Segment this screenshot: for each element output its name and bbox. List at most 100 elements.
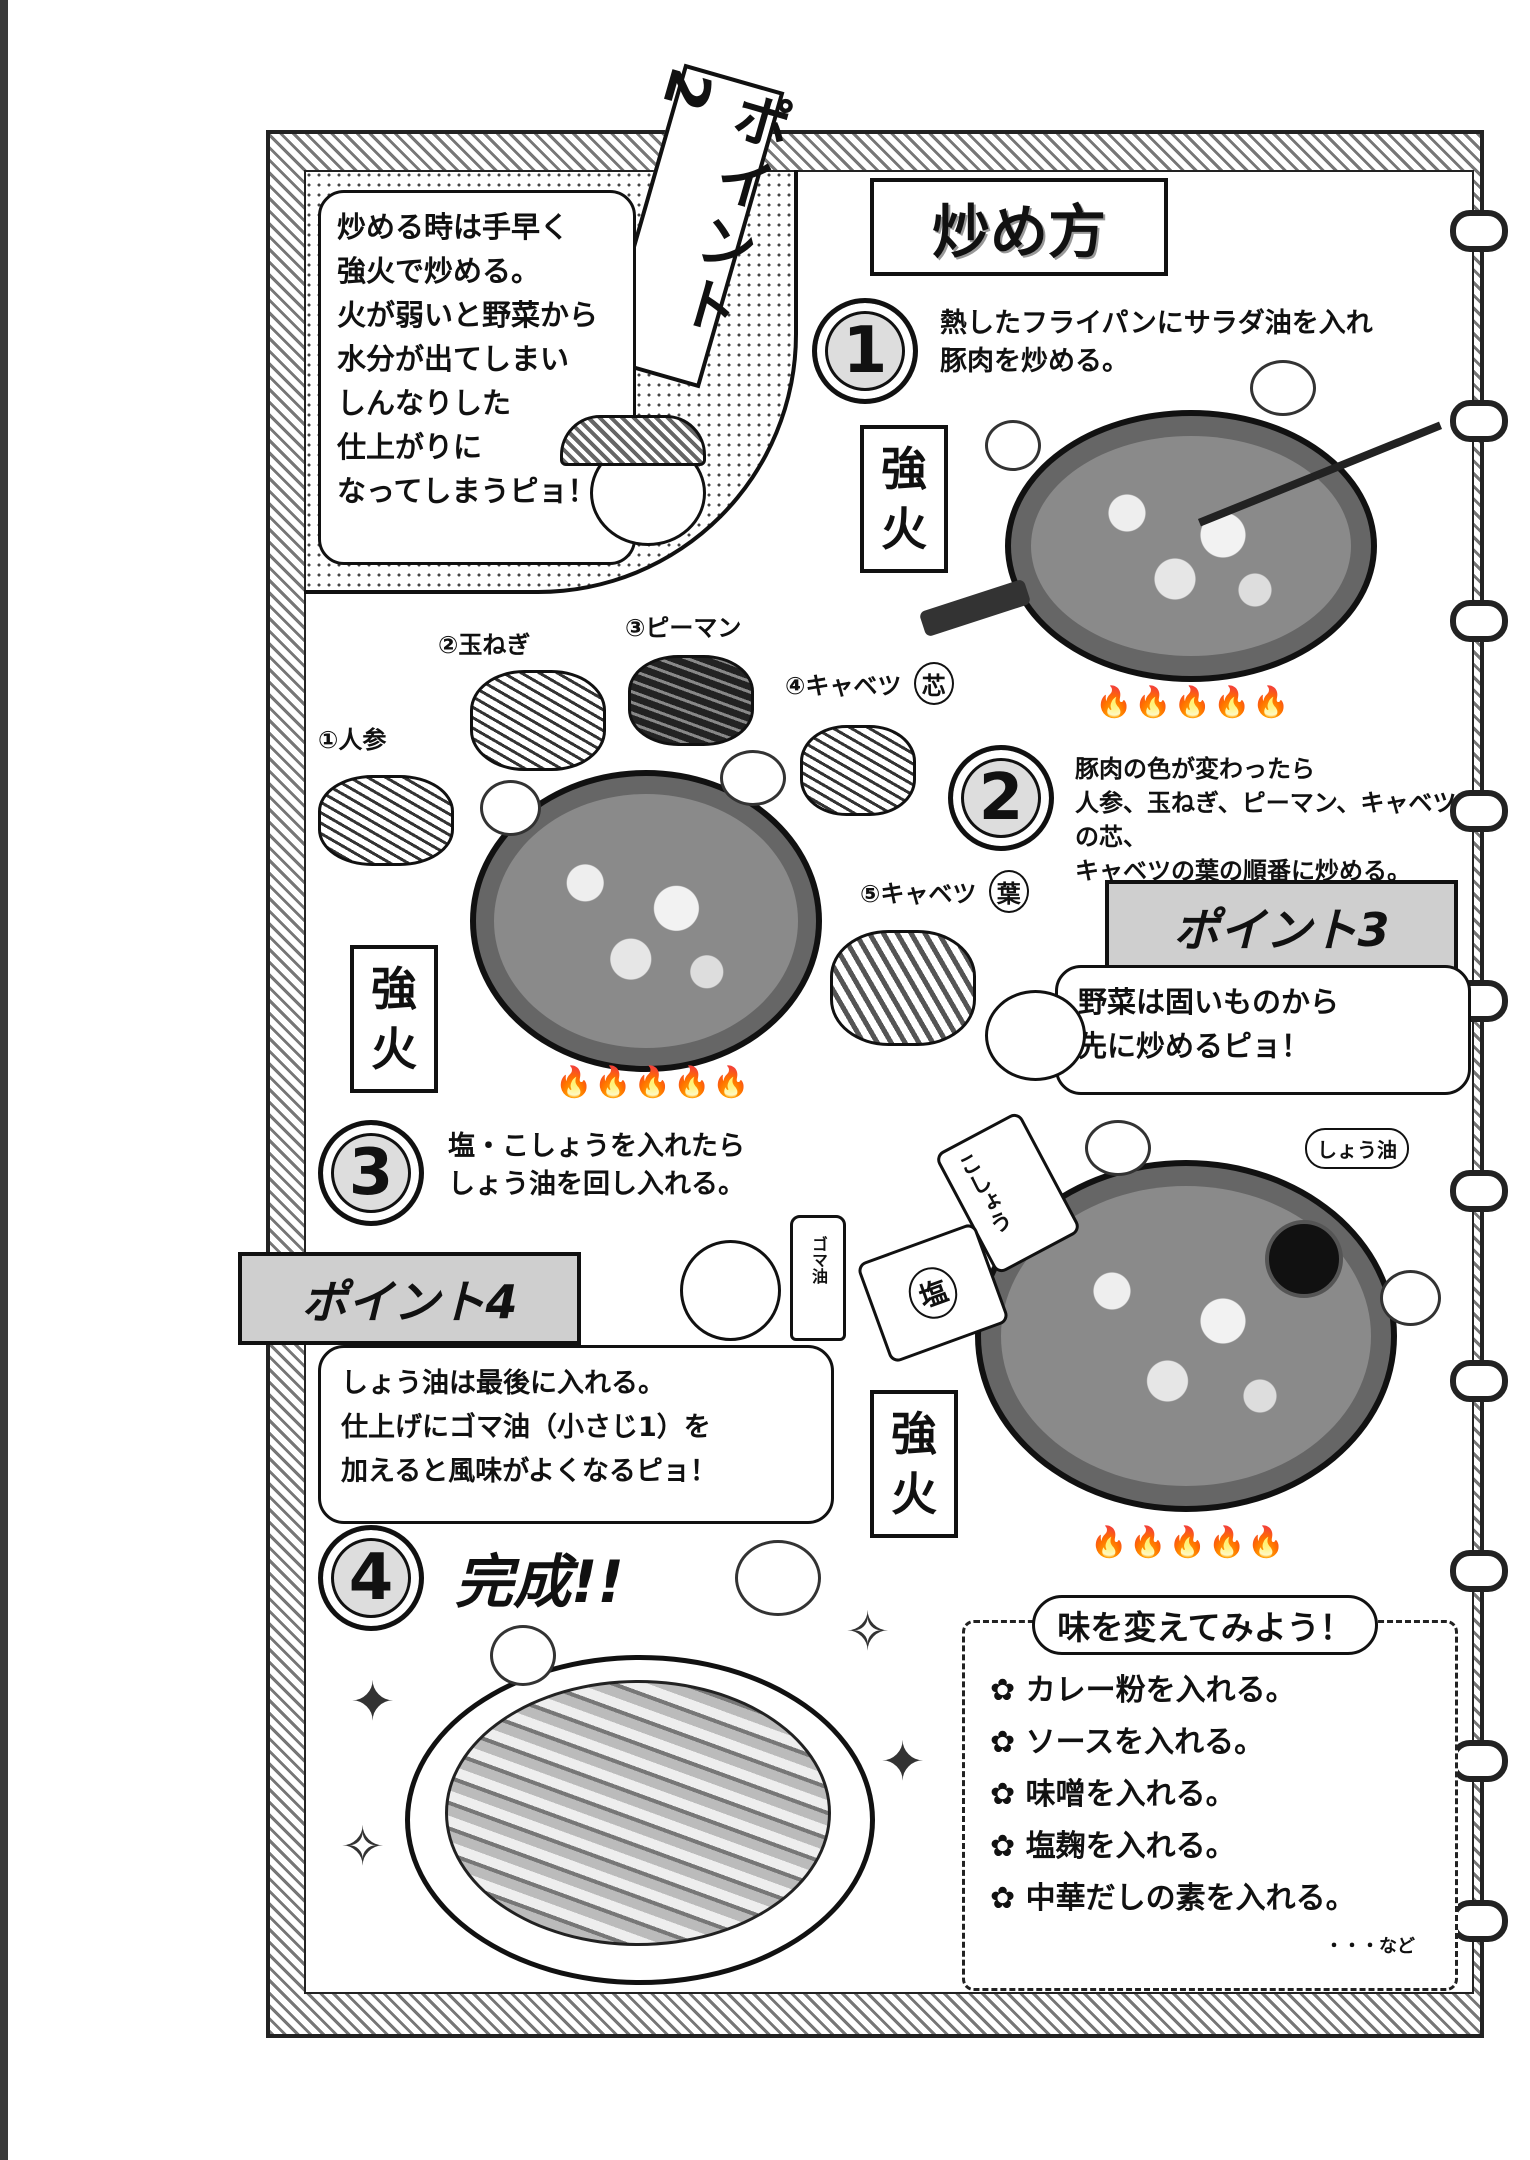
finished-stir-fry-illustration bbox=[445, 1680, 831, 1946]
steam-icon bbox=[1250, 360, 1316, 416]
ring-icon bbox=[1450, 790, 1508, 832]
point4-line: しょう油は最後に入れる。 bbox=[341, 1368, 665, 1399]
list-item: ✿ 塩麹を入れる。 bbox=[990, 1821, 1430, 1873]
stove-flames-icon: 🔥🔥🔥🔥🔥 bbox=[1090, 1525, 1287, 1560]
list-item: ✿ ソースを入れる。 bbox=[990, 1717, 1430, 1769]
vegetable-name: 玉ねぎ bbox=[458, 631, 531, 659]
vegetable-name: キャベツ bbox=[805, 672, 902, 700]
stove-flames-icon: 🔥🔥🔥🔥🔥 bbox=[555, 1065, 752, 1100]
vegetable-number: ⑤ bbox=[860, 880, 881, 908]
bottle-label: ゴマ油 bbox=[809, 1236, 828, 1284]
carrot-illustration bbox=[318, 775, 454, 866]
steam-icon bbox=[1085, 1120, 1151, 1176]
vegetable-name: ピーマン bbox=[645, 614, 742, 642]
cabbage-core-illustration bbox=[800, 725, 916, 816]
list-item-text: 味噌を入れる。 bbox=[1025, 1777, 1236, 1812]
point4-speech-bubble: しょう油は最後に入れる。 仕上げにゴマ油（小さじ1）を 加えると風味がよくなるピ… bbox=[318, 1345, 834, 1524]
point2-line: なってしまうピョ！ bbox=[337, 474, 597, 508]
ring-icon bbox=[1450, 1900, 1508, 1942]
heat-label-char: 強 bbox=[891, 1407, 937, 1461]
steam-icon bbox=[480, 780, 541, 836]
stove-flames-icon: 🔥🔥🔥🔥🔥 bbox=[1095, 685, 1292, 720]
list-item-text: ソースを入れる。 bbox=[1025, 1725, 1265, 1760]
sparkle-icon: ✧ bbox=[845, 1600, 891, 1663]
list-item: ✿ 味噌を入れる。 bbox=[990, 1769, 1430, 1821]
step-3-line: 塩・こしょうを入れたら bbox=[448, 1131, 745, 1162]
step-2-line: 人参、玉ねぎ、ピーマン、キャベツの芯、 bbox=[1075, 789, 1457, 851]
steam-icon bbox=[735, 1540, 821, 1616]
vegetable-part-badge: 芯 bbox=[913, 662, 954, 705]
flower-bullet-icon: ✿ bbox=[990, 1881, 1016, 1916]
frying-pan-step1-illustration bbox=[1005, 410, 1377, 682]
stir-fry-vegetables-illustration bbox=[494, 794, 798, 1048]
heat-label-char: 火 bbox=[371, 1022, 417, 1076]
point3-speech-bubble: 野菜は固いものから 先に炒めるピョ！ bbox=[1055, 965, 1471, 1095]
soy-sauce-cup-icon bbox=[1265, 1220, 1343, 1298]
heat-label-high: 強 火 bbox=[860, 425, 948, 573]
step-2-instruction: 豚肉の色が変わったら 人参、玉ねぎ、ピーマン、キャベツの芯、 キャベツの葉の順番… bbox=[1075, 752, 1465, 888]
step-number-1: 1 bbox=[812, 298, 918, 404]
heat-label-char: 強 bbox=[371, 962, 417, 1016]
step-number-3: 3 bbox=[318, 1120, 424, 1226]
flavor-variations-title: 味を変えてみよう！ bbox=[1032, 1595, 1378, 1655]
step-number-4: 4 bbox=[318, 1525, 424, 1631]
page-edge-bar bbox=[0, 0, 8, 2160]
sparkle-icon: ✦ bbox=[880, 1730, 926, 1793]
sparkle-icon: ✧ bbox=[340, 1815, 386, 1878]
vegetable-label-carrot: ①人参 bbox=[318, 720, 386, 755]
point2-speech-bubble: 炒める時は手早く 強火で炒める。 火が弱いと野菜から 水分が出てしまい しんなり… bbox=[318, 190, 636, 565]
list-item-text: カレー粉を入れる。 bbox=[1025, 1673, 1296, 1708]
vegetable-number: ③ bbox=[625, 614, 646, 642]
sparkle-icon: ✦ bbox=[350, 1670, 396, 1733]
point4-line: 仕上げにゴマ油（小さじ1）を bbox=[341, 1412, 711, 1443]
flavor-variations-list: ✿ カレー粉を入れる。 ✿ ソースを入れる。 ✿ 味噌を入れる。 ✿ 塩麹を入れ… bbox=[990, 1665, 1430, 1925]
point2-line: 炒める時は手早く bbox=[337, 210, 570, 244]
chick-mascot-illustration bbox=[985, 990, 1086, 1081]
steam-icon bbox=[985, 420, 1041, 471]
variations-etc-note: ・・・など bbox=[1325, 1936, 1415, 1957]
ring-icon bbox=[1450, 400, 1508, 442]
point4-banner: ポイント4 bbox=[238, 1252, 581, 1345]
onion-illustration bbox=[470, 670, 606, 771]
list-item-text: 塩麹を入れる。 bbox=[1025, 1829, 1236, 1864]
steam-icon bbox=[720, 750, 786, 806]
pork-in-pan-illustration bbox=[1031, 436, 1351, 656]
heat-label-char: 強 bbox=[881, 442, 927, 496]
vegetable-label-cabbage-core: ④キャベツ 芯 bbox=[785, 662, 954, 705]
vegetable-number: ① bbox=[318, 726, 339, 754]
heat-label-high: 強 火 bbox=[350, 945, 438, 1093]
step-1-instruction: 熱したフライパンにサラダ油を入れ 豚肉を炒める。 bbox=[940, 305, 1440, 381]
step-4-complete-text: 完成!! bbox=[455, 1548, 624, 1616]
sesame-oil-bottle-icon: ゴマ油 bbox=[790, 1215, 846, 1341]
ring-icon bbox=[1450, 210, 1508, 252]
vegetable-part-badge: 葉 bbox=[988, 870, 1029, 913]
vegetable-number: ② bbox=[438, 631, 459, 659]
cabbage-leaf-illustration bbox=[830, 930, 976, 1046]
vegetable-label-onion: ②玉ねぎ bbox=[438, 625, 530, 660]
point2-line: 強火で炒める。 bbox=[337, 254, 541, 288]
vegetable-name: キャベツ bbox=[880, 880, 977, 908]
chick-bandana-icon bbox=[560, 415, 706, 466]
steam-icon bbox=[1380, 1270, 1441, 1326]
step-number-2: 2 bbox=[948, 745, 1054, 851]
heat-label-high: 強 火 bbox=[870, 1390, 958, 1538]
ring-icon bbox=[1450, 1740, 1508, 1782]
ring-icon bbox=[1450, 1550, 1508, 1592]
vegetable-name: 人参 bbox=[338, 726, 387, 754]
heat-label-char: 火 bbox=[891, 1467, 937, 1521]
list-item-text: 中華だしの素を入れる。 bbox=[1025, 1881, 1356, 1916]
point3-line: 野菜は固いものから bbox=[1078, 985, 1340, 1019]
step-2-line: 豚肉の色が変わったら bbox=[1075, 755, 1315, 783]
ring-icon bbox=[1450, 1360, 1508, 1402]
green-pepper-illustration bbox=[628, 655, 754, 746]
point2-line: しんなりした bbox=[337, 386, 512, 420]
point3-line: 先に炒めるピョ！ bbox=[1078, 1029, 1311, 1063]
ring-icon bbox=[1450, 600, 1508, 642]
list-item: ✿ カレー粉を入れる。 bbox=[990, 1665, 1430, 1717]
point4-line: 加えると風味がよくなるピョ！ bbox=[341, 1456, 717, 1487]
salt-shaker-label: 塩 bbox=[901, 1260, 965, 1326]
list-item: ✿ 中華だしの素を入れる。 bbox=[990, 1873, 1430, 1925]
step-3-line: しょう油を回し入れる。 bbox=[448, 1169, 745, 1200]
soy-sauce-label: しょう油 bbox=[1305, 1128, 1409, 1169]
flavor-variations-box bbox=[962, 1620, 1458, 1991]
